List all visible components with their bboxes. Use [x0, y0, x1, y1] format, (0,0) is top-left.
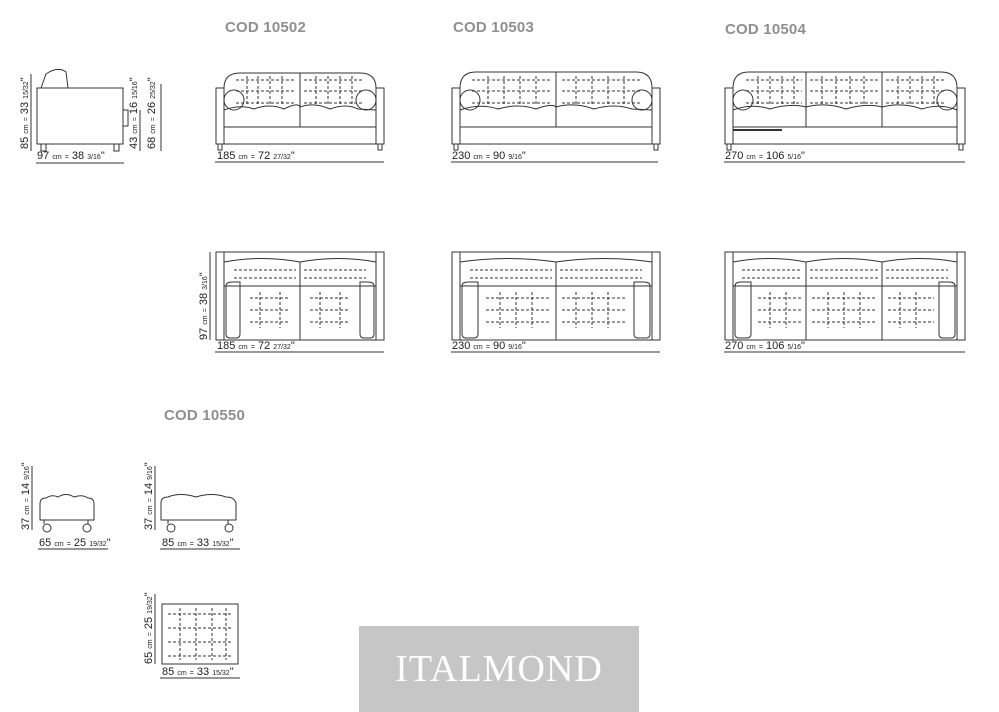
dim-ottoman-depth: 65 cm = 25 19/32"	[39, 537, 111, 549]
ottoman-top-view	[155, 594, 240, 678]
dim-ottoman-height-1: 37 cm = 14 9/16"	[20, 462, 32, 530]
model-code-10504: COD 10504	[725, 21, 807, 38]
dim-width-10504: 270 cm = 106 5/16"	[725, 150, 805, 162]
top-view-10503	[451, 252, 660, 352]
dim-width-10502: 185 cm = 72 27/32"	[217, 150, 295, 162]
top-view-10502	[210, 252, 384, 352]
front-view-10504	[724, 72, 965, 162]
dim-top-width-10503: 230 cm = 90 9/16"	[452, 340, 526, 352]
model-code-10502: COD 10502	[225, 19, 307, 36]
top-view-10504	[724, 252, 965, 352]
ottoman-side-view	[32, 466, 108, 549]
front-view-10502	[215, 73, 384, 162]
dim-side-height: 85 cm = 33 15/32"	[19, 77, 31, 149]
dim-seat-height: 43 cm = 16 15/16"	[128, 77, 140, 149]
front-view-10503	[451, 72, 660, 162]
dim-width-10503: 230 cm = 90 9/16"	[452, 150, 526, 162]
watermark-logo: ITALMOND	[359, 626, 639, 712]
dim-top-width-10504: 270 cm = 106 5/16"	[725, 340, 805, 352]
dim-ottoman-height-2: 37 cm = 14 9/16"	[143, 462, 155, 530]
dim-top-width-10502: 185 cm = 72 27/32"	[217, 340, 295, 352]
dim-top-depth: 97 cm = 38 3/16"	[198, 272, 210, 340]
ottoman-front-view	[155, 466, 240, 549]
dim-ottoman-top-depth: 65 cm = 25 19/32"	[143, 592, 155, 664]
model-code-10503: COD 10503	[453, 19, 535, 36]
dim-ottoman-top-width: 85 cm = 33 15/32"	[162, 666, 234, 678]
dim-side-width: 97 cm = 38 3/16"	[37, 150, 105, 162]
dim-arm-height: 68 cm = 26 25/32"	[146, 77, 158, 149]
model-code-10550: COD 10550	[164, 407, 246, 424]
side-view-drawing	[31, 69, 161, 163]
dim-ottoman-width: 85 cm = 33 15/32"	[162, 537, 234, 549]
